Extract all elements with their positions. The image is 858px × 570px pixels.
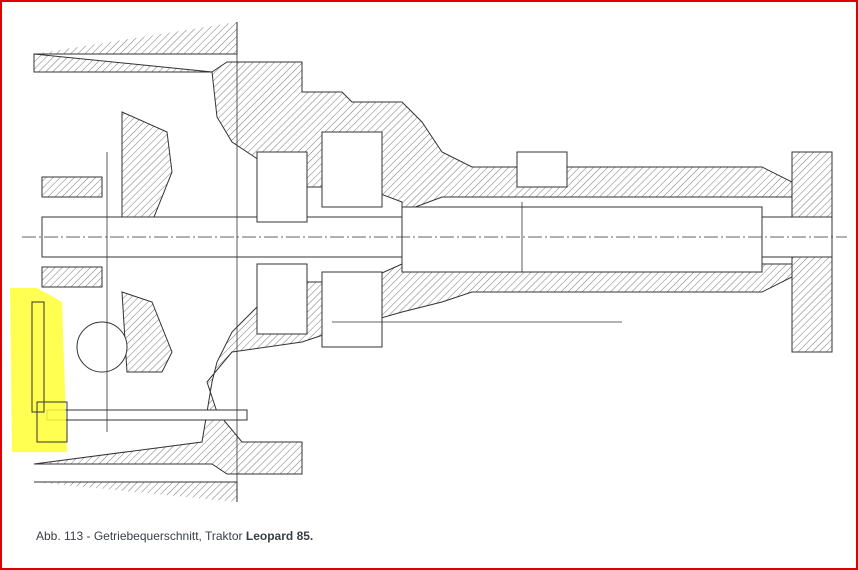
diff-hub: [76, 321, 128, 373]
planet-gear-lower: [321, 271, 383, 348]
bolt-flange-upper: [516, 151, 568, 188]
planet-gear-upper: [321, 131, 383, 208]
axle-shaft: [401, 206, 763, 273]
pinion-housing-lower: [41, 266, 103, 288]
housing-bottom: [33, 251, 793, 502]
bevel-gear-lower: [121, 291, 173, 373]
caption-model: Leopard 85.: [245, 529, 314, 543]
tie-rod: [46, 409, 248, 421]
pinion-housing: [41, 176, 103, 198]
brake-disc-lower: [256, 263, 308, 335]
caption-text: Abb. 113 - Getriebequerschnitt, Traktor: [36, 529, 246, 543]
figure-caption: Abb. 113 - Getriebequerschnitt, Traktor …: [36, 529, 313, 543]
brake-disc-upper: [256, 151, 308, 223]
bevel-gear: [121, 111, 173, 233]
highlight-marker: [10, 288, 67, 452]
